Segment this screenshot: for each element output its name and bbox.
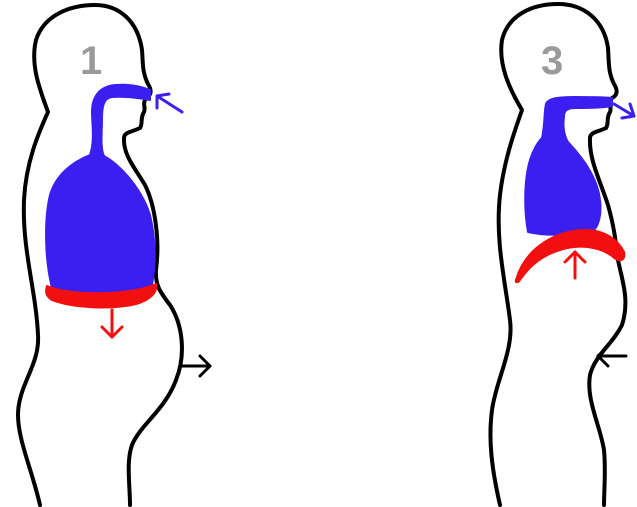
arrow-in-icon bbox=[157, 94, 182, 112]
panel-exhale: 3 bbox=[490, 4, 634, 505]
panel-number: 3 bbox=[541, 39, 563, 83]
lungs bbox=[525, 97, 612, 235]
panel-number: 1 bbox=[80, 39, 102, 83]
arrow-out-icon bbox=[614, 104, 634, 118]
arrow-up-icon bbox=[565, 252, 585, 278]
arrow-right-icon bbox=[180, 356, 210, 376]
lungs bbox=[46, 85, 155, 293]
arrow-down-icon bbox=[102, 310, 122, 337]
arrow-left-icon bbox=[598, 346, 626, 366]
panel-inhale: 1 bbox=[18, 5, 210, 505]
